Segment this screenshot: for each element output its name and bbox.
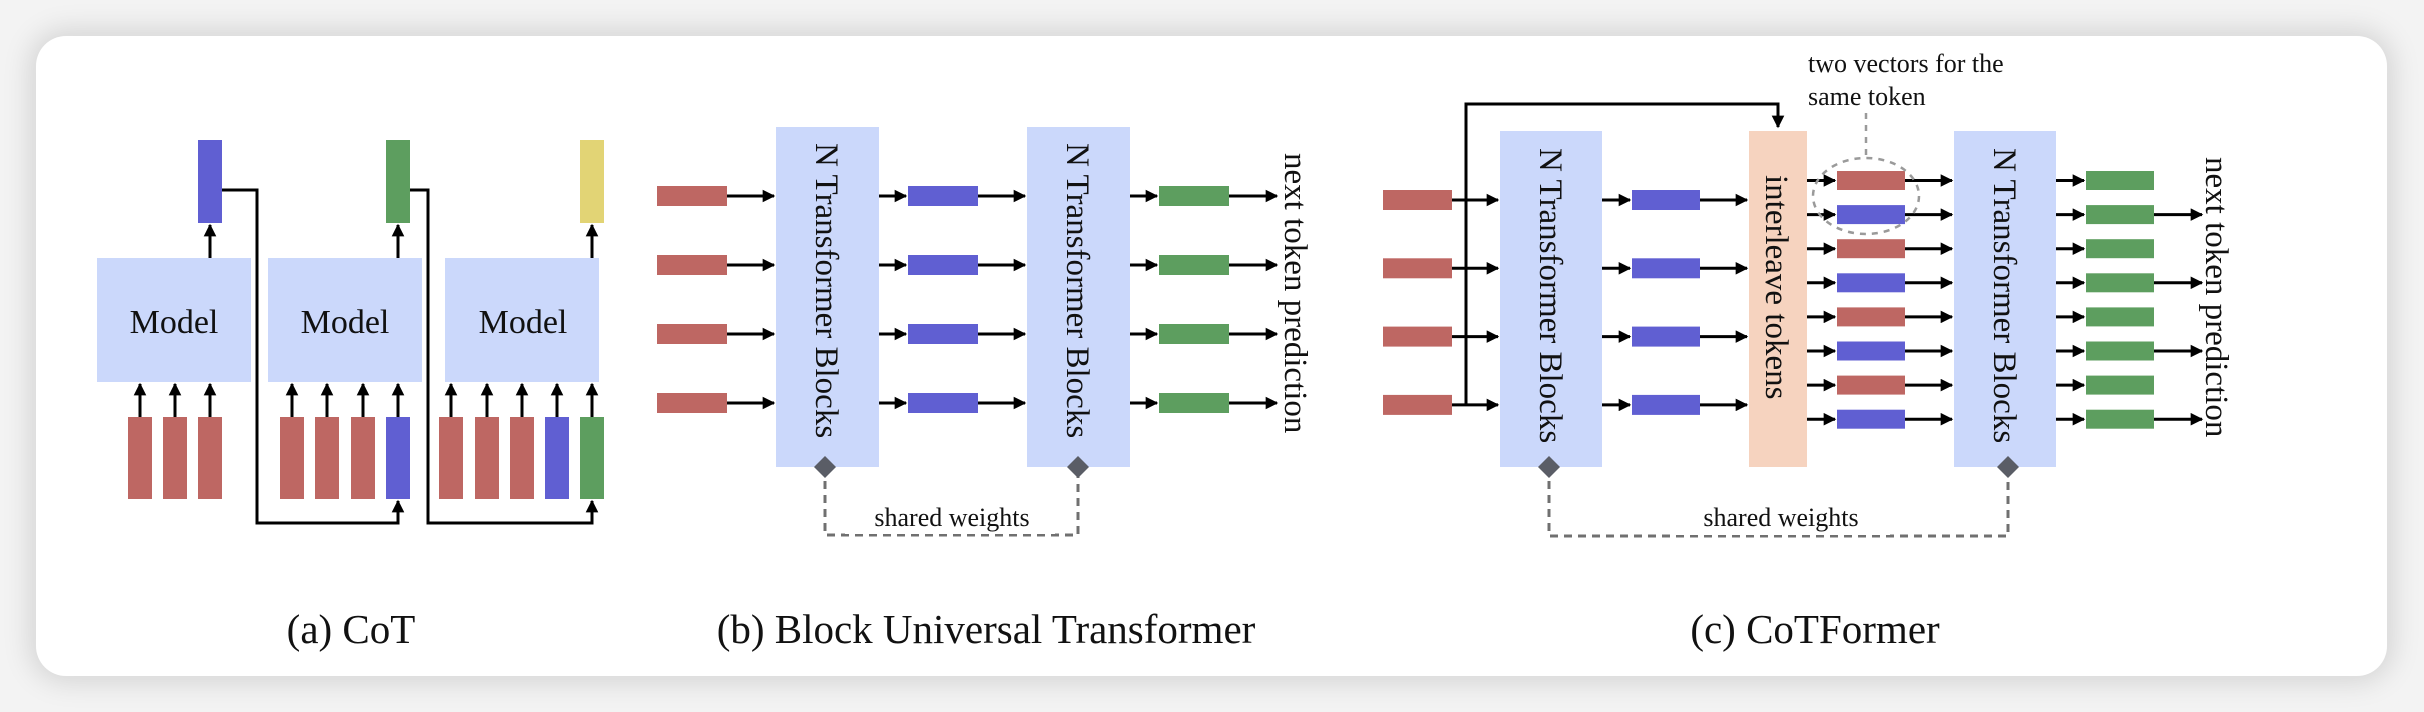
intermediate-token <box>1632 326 1700 347</box>
input-token <box>657 324 727 344</box>
input-token <box>657 186 727 206</box>
diamond-icon <box>1538 456 1560 478</box>
output-token <box>1159 393 1229 413</box>
input-token <box>657 393 727 413</box>
caption-cotformer: (c) CoTFormer <box>1690 606 1940 652</box>
interleaved-token-step1 <box>1837 409 1905 429</box>
model-block <box>97 258 251 382</box>
diamond-icon <box>1997 456 2019 478</box>
token-step2 <box>580 417 604 499</box>
transformer-block-2 <box>1954 131 2056 467</box>
transformer-block-1 <box>1500 131 1602 467</box>
token-input <box>510 417 534 499</box>
output-token <box>2086 171 2154 190</box>
output-token <box>2086 409 2154 429</box>
output-token <box>2086 205 2154 225</box>
token-input <box>163 417 187 499</box>
shared-weights-label: shared weights <box>1703 503 1858 532</box>
feedback-connector <box>222 188 405 525</box>
shared-weights-link <box>823 467 1080 537</box>
token-input <box>280 417 304 499</box>
input-token <box>657 255 727 275</box>
model-block <box>268 258 422 382</box>
block-label-2: N Transformer Blocks <box>1986 148 2022 443</box>
output-token <box>1159 324 1229 344</box>
intermediate-token <box>1632 258 1700 279</box>
output-token <box>2086 239 2154 259</box>
interleaved-token-input <box>1837 307 1905 327</box>
interleave-block <box>1749 131 1807 467</box>
token-input <box>475 417 499 499</box>
next-token-label: next token prediction <box>1277 153 1313 433</box>
interleave-label: interleave tokens <box>1758 175 1794 400</box>
shared-weights-label: shared weights <box>874 503 1029 532</box>
token-input <box>351 417 375 499</box>
output-token <box>2086 341 2154 361</box>
output-token <box>1159 255 1229 275</box>
token-input <box>439 417 463 499</box>
intermediate-token <box>908 393 978 413</box>
interleaved-token-step1 <box>1837 273 1905 293</box>
caption-cot: (a) CoT <box>287 606 416 652</box>
output-token <box>2086 273 2154 293</box>
token-input <box>128 417 152 499</box>
shared-label-bg <box>1672 500 1890 535</box>
skip-connection-arrow <box>1464 102 1785 405</box>
same-token-ellipse <box>1811 156 1921 236</box>
output-token-step3 <box>580 140 604 223</box>
model-label-1: Model <box>130 304 219 341</box>
input-token <box>1383 258 1452 279</box>
panel-cotformer: N Transformer Blocks interleave tokens N… <box>1383 49 2234 652</box>
token-step1 <box>386 417 410 499</box>
output-token <box>2086 375 2154 395</box>
diamond-icon <box>814 456 836 478</box>
shared-label-bg <box>845 500 1055 534</box>
output-token-step2 <box>386 140 410 223</box>
annotation-line-2: same token <box>1808 82 1926 111</box>
caption-block-universal-transformer: (b) Block Universal Transformer <box>717 606 1256 652</box>
block-label-1: N Transformer Blocks <box>1532 148 1568 443</box>
model-label-3: Model <box>479 304 568 341</box>
intermediate-token <box>908 186 978 206</box>
interleaved-token-input <box>1837 239 1905 259</box>
input-token <box>1383 326 1452 347</box>
feedback-connector <box>410 188 599 525</box>
transformer-block-2 <box>1027 127 1130 467</box>
interleaved-token-input <box>1837 375 1905 395</box>
input-token <box>1383 394 1452 415</box>
intermediate-token <box>908 255 978 275</box>
annotation-line-1: two vectors for the <box>1808 49 2004 78</box>
output-token-step1 <box>198 140 222 223</box>
token-input <box>198 417 222 499</box>
block-label-1: N Transformer Blocks <box>808 143 844 438</box>
interleaved-token-step1 <box>1837 205 1905 225</box>
intermediate-token <box>1632 394 1700 415</box>
intermediate-token <box>1632 190 1700 210</box>
panel-block-universal-transformer: N Transformer Blocks N Transformer Block… <box>657 127 1313 652</box>
token-step1 <box>545 417 569 499</box>
input-token <box>1383 190 1452 210</box>
interleaved-token-step1 <box>1837 341 1905 361</box>
shared-weights-link <box>1547 467 2010 538</box>
model-block <box>445 258 599 382</box>
model-label-2: Model <box>301 304 390 341</box>
diamond-icon <box>1067 456 1089 478</box>
output-token <box>2086 307 2154 327</box>
output-token <box>1159 186 1229 206</box>
next-token-label: next token prediction <box>2198 157 2234 437</box>
token-input <box>315 417 339 499</box>
intermediate-token <box>908 324 978 344</box>
panel-cot: Model Model Model (a) CoT <box>97 140 604 652</box>
interleaved-token-input <box>1837 171 1905 190</box>
block-label-2: N Transformer Blocks <box>1059 143 1095 438</box>
transformer-block-1 <box>776 127 879 467</box>
